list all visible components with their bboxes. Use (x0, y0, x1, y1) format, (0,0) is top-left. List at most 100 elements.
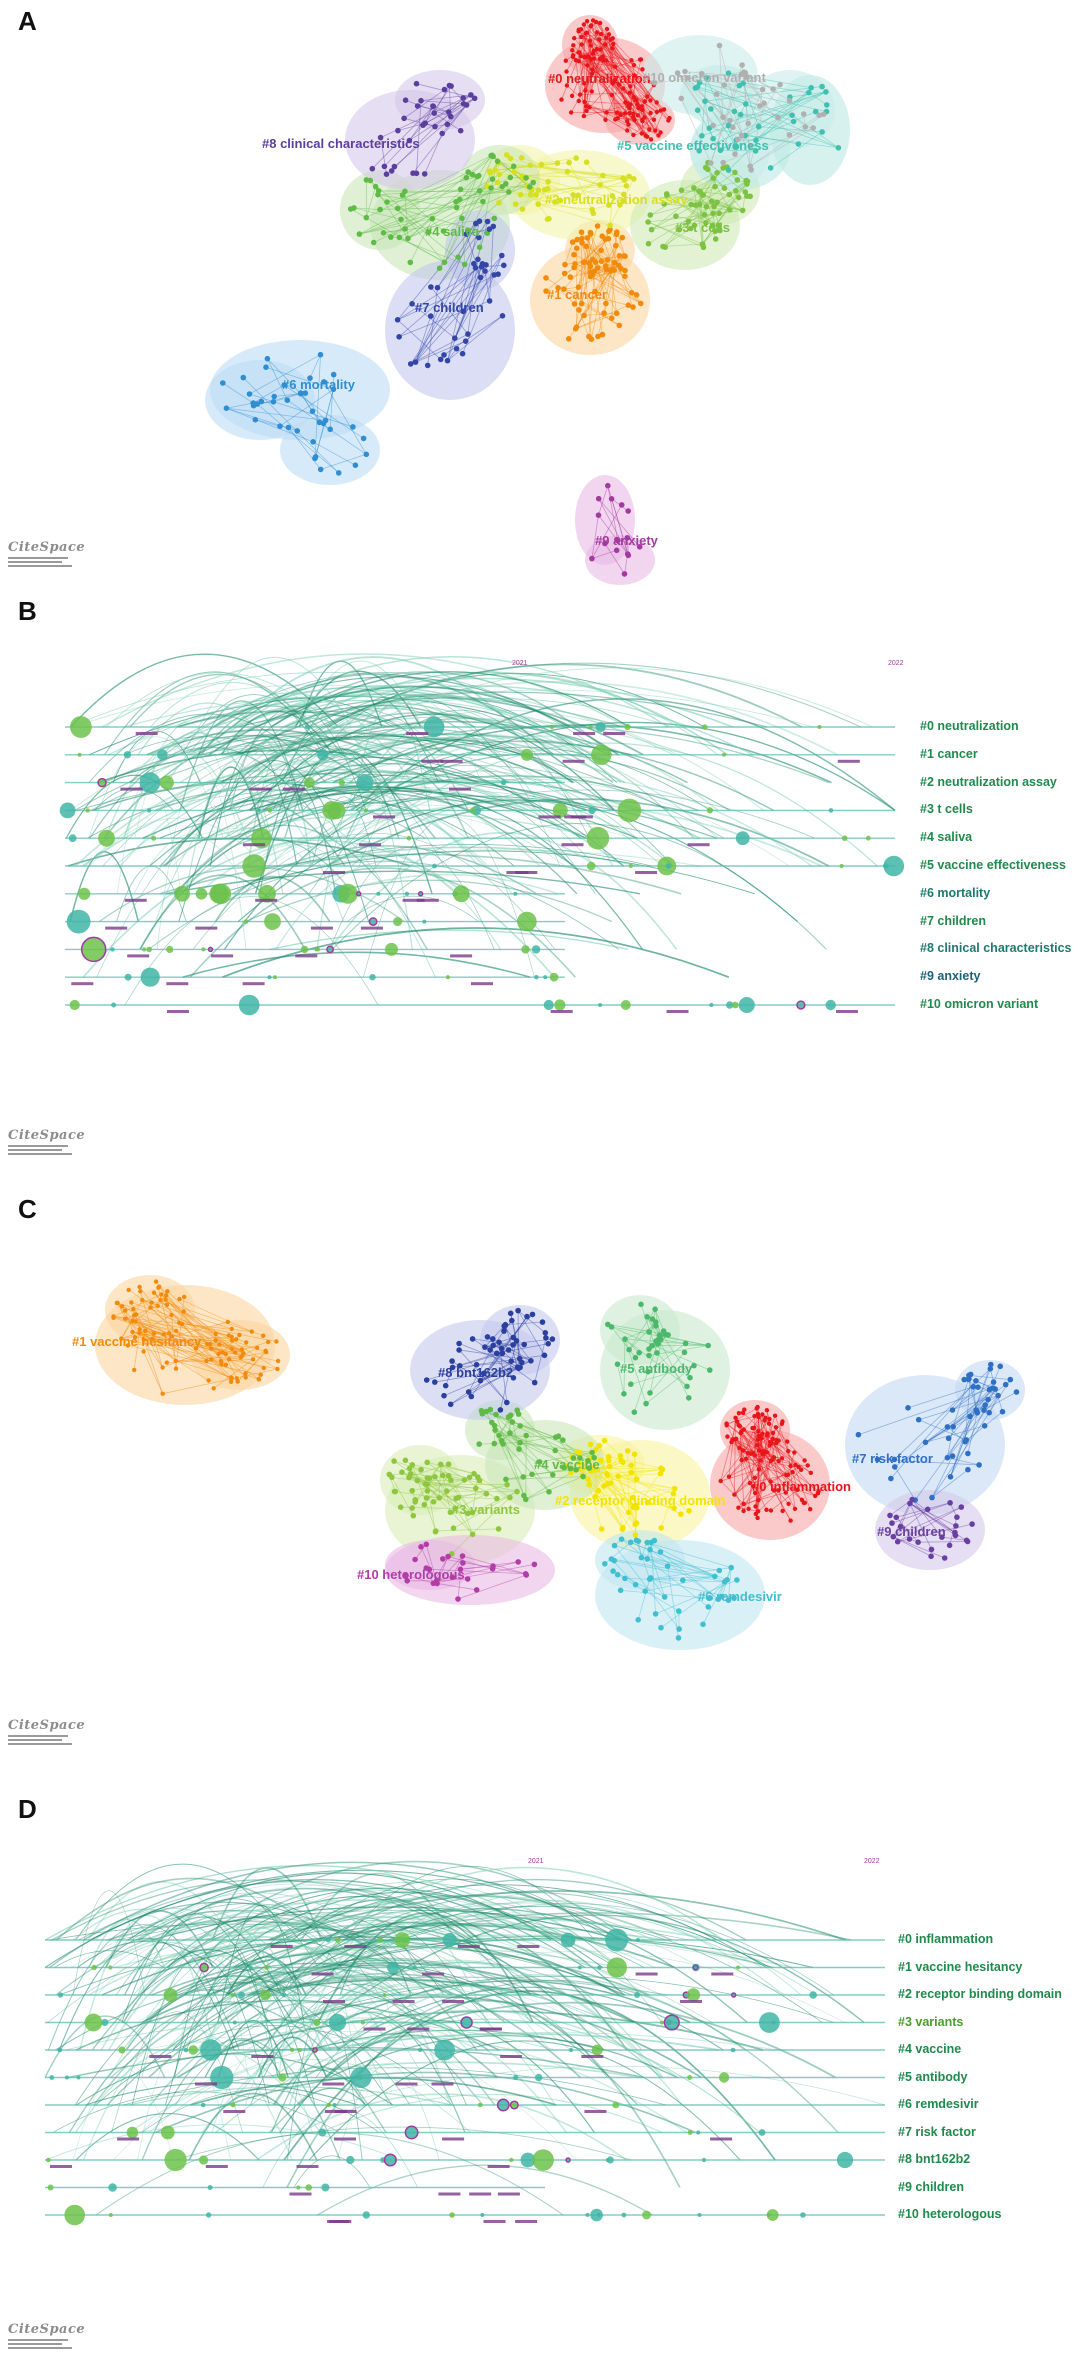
cluster-node (456, 1347, 462, 1353)
citation-arc (75, 2053, 394, 2106)
cluster-node (717, 227, 723, 234)
cluster-node (661, 201, 667, 207)
cluster-node (597, 56, 603, 61)
cluster-node (437, 356, 444, 363)
ref-label-mark (581, 2055, 604, 2058)
cluster-node (405, 235, 411, 242)
ref-label-mark (550, 1010, 573, 1013)
timeline-cluster-label: #5 vaccine effectiveness (920, 858, 1066, 872)
citation-arc (156, 766, 247, 950)
cluster-node (592, 288, 598, 295)
timeline-node (70, 716, 92, 738)
timeline-node (364, 808, 368, 813)
timeline-node (267, 975, 272, 980)
citation-arc (183, 1891, 625, 1996)
cluster-node (220, 1350, 225, 1355)
cluster-node (533, 192, 539, 198)
cluster-node (819, 83, 825, 90)
cluster-node (578, 300, 585, 307)
timeline-node (238, 1991, 246, 1999)
cluster-node (515, 1307, 521, 1314)
cluster-node (710, 210, 716, 217)
cluster-node (605, 235, 612, 242)
cluster-node (950, 1424, 956, 1430)
citation-arc (346, 895, 479, 922)
cluster-node (448, 113, 454, 120)
cluster-node (227, 1357, 232, 1362)
cluster-node (981, 1423, 988, 1429)
cluster-node (490, 1342, 497, 1349)
cluster-node (613, 310, 620, 317)
cluster-node (569, 93, 575, 99)
timeline-node (297, 2048, 302, 2052)
cluster-node (756, 1467, 761, 1472)
timeline-node (64, 2075, 69, 2080)
citation-arc (275, 861, 502, 950)
cluster-node (182, 1294, 187, 1300)
cluster-node (600, 172, 606, 179)
timeline-cluster-label: #5 antibody (898, 2069, 968, 2084)
cluster-node (421, 171, 428, 177)
ref-label-mark (442, 2000, 465, 2003)
cluster-node (735, 194, 742, 201)
cluster-node (486, 298, 493, 304)
citation-arc (155, 771, 587, 812)
timeline-node (605, 1928, 629, 1952)
cluster-node (808, 84, 814, 91)
cluster-node (760, 1412, 765, 1417)
cluster-node (771, 1455, 777, 1460)
citation-arc (109, 1910, 368, 1941)
cluster-node (594, 46, 600, 52)
cluster-node (739, 1457, 744, 1463)
cluster-node (606, 228, 612, 235)
cluster-node (772, 1488, 777, 1493)
cluster-node (541, 1352, 548, 1359)
cluster-node (167, 1331, 172, 1336)
cluster-node (491, 215, 498, 222)
timeline-node (660, 2020, 664, 2025)
cluster-node (507, 1494, 513, 1501)
citation-arc (332, 742, 878, 867)
cluster-node (535, 201, 541, 207)
citation-arc (334, 2065, 886, 2106)
timeline-cluster-label: #8 bnt162b2 (898, 2152, 971, 2166)
cluster-node (573, 155, 579, 161)
citation-arc (297, 2087, 367, 2106)
cluster-node (460, 308, 467, 315)
cluster-node (271, 393, 278, 400)
timeline-node (665, 863, 672, 869)
cluster-node (965, 1466, 971, 1473)
ref-label-mark (323, 2000, 345, 2003)
cluster-node (759, 1436, 764, 1441)
cluster-node (363, 451, 370, 458)
citation-arc (219, 721, 688, 784)
cluster-node (119, 1336, 124, 1341)
year-tag: 2021 (512, 660, 528, 667)
cluster-node (350, 424, 356, 430)
cluster-node (399, 1469, 405, 1475)
cluster-node (887, 1512, 893, 1519)
cluster-node (676, 226, 683, 233)
cluster-node (608, 1556, 615, 1562)
timeline-cluster-label: #6 remdesivir (898, 2097, 979, 2111)
timeline-node (267, 808, 273, 813)
timeline-node (606, 2156, 614, 2164)
cluster-node (491, 1440, 498, 1447)
cluster-node (312, 454, 319, 460)
timeline-node (188, 2045, 198, 2055)
timeline-node (139, 772, 161, 793)
panel-letter: D (18, 1794, 37, 1824)
timeline-node (534, 975, 539, 980)
cluster-node (571, 301, 578, 307)
cluster-node (626, 122, 631, 127)
cluster-node (225, 1319, 231, 1325)
citation-arc (159, 853, 682, 895)
cluster-node (500, 1441, 506, 1447)
ref-label-mark (363, 2027, 386, 2031)
timeline-node (360, 2020, 365, 2025)
cluster-node (628, 1381, 634, 1387)
cluster-node (404, 1578, 411, 1584)
cluster-node (596, 1442, 602, 1449)
cluster-node (726, 191, 733, 198)
timeline-node (588, 725, 593, 729)
